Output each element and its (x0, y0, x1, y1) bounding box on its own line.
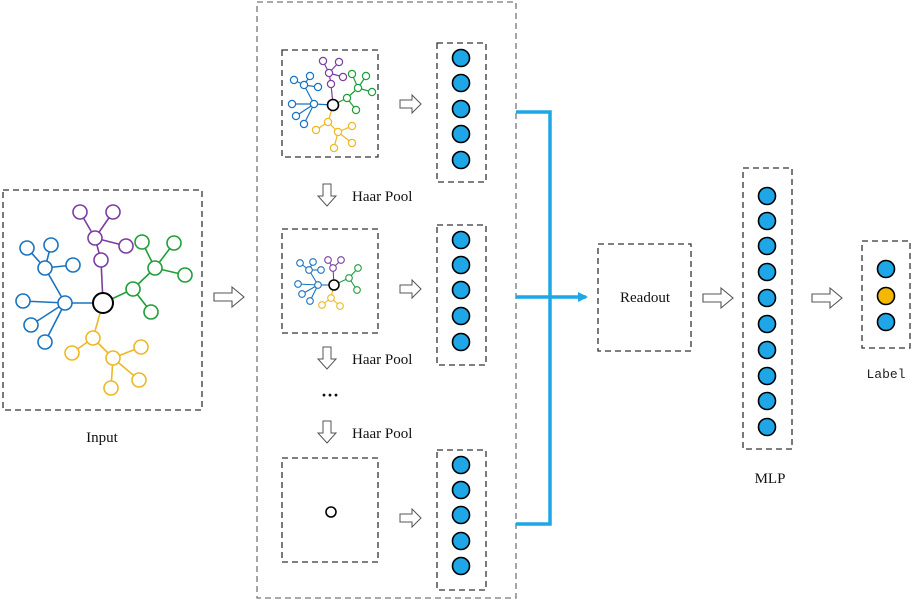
haar-pool-label: Haar Pool (352, 352, 412, 368)
label-text: Label (866, 367, 905, 382)
label-units (876, 259, 896, 332)
feature-vector-2-box (436, 224, 487, 366)
readout-label: Readout (620, 290, 671, 306)
down-arrow-icon (316, 183, 338, 207)
input-graph (15, 204, 193, 396)
hollow-arrow-icon (811, 286, 843, 310)
hollow-arrow-icon (213, 285, 245, 309)
level2-graph (294, 256, 362, 310)
level1-graph-box (281, 49, 379, 158)
down-arrow-icon (316, 420, 338, 444)
haar-pool-label: Haar Pool (352, 189, 412, 205)
hollow-arrow-icon (399, 278, 422, 300)
feature-vector-3-box (436, 449, 487, 591)
haar-pool-label: Haar Pool (352, 426, 412, 442)
pooling-stage-box (256, 1, 517, 599)
level3-graph-node (325, 506, 337, 518)
hollow-arrow-icon (702, 286, 734, 310)
hollow-arrow-icon (399, 93, 422, 115)
level1-graph (287, 56, 377, 153)
label-box (861, 240, 911, 349)
concat-connector (516, 110, 552, 526)
down-arrow-icon (316, 346, 338, 370)
feature-vector-1 (451, 48, 471, 170)
input-label: Input (86, 430, 118, 446)
mlp-box (742, 167, 793, 450)
feature-vector-1-box (436, 42, 487, 183)
feature-vector-3 (451, 455, 471, 576)
mlp-label: MLP (755, 471, 786, 487)
ellipsis: ··· (321, 385, 339, 405)
mlp-units (757, 186, 777, 437)
hollow-arrow-icon (399, 507, 422, 529)
feature-vector-2 (451, 230, 471, 352)
